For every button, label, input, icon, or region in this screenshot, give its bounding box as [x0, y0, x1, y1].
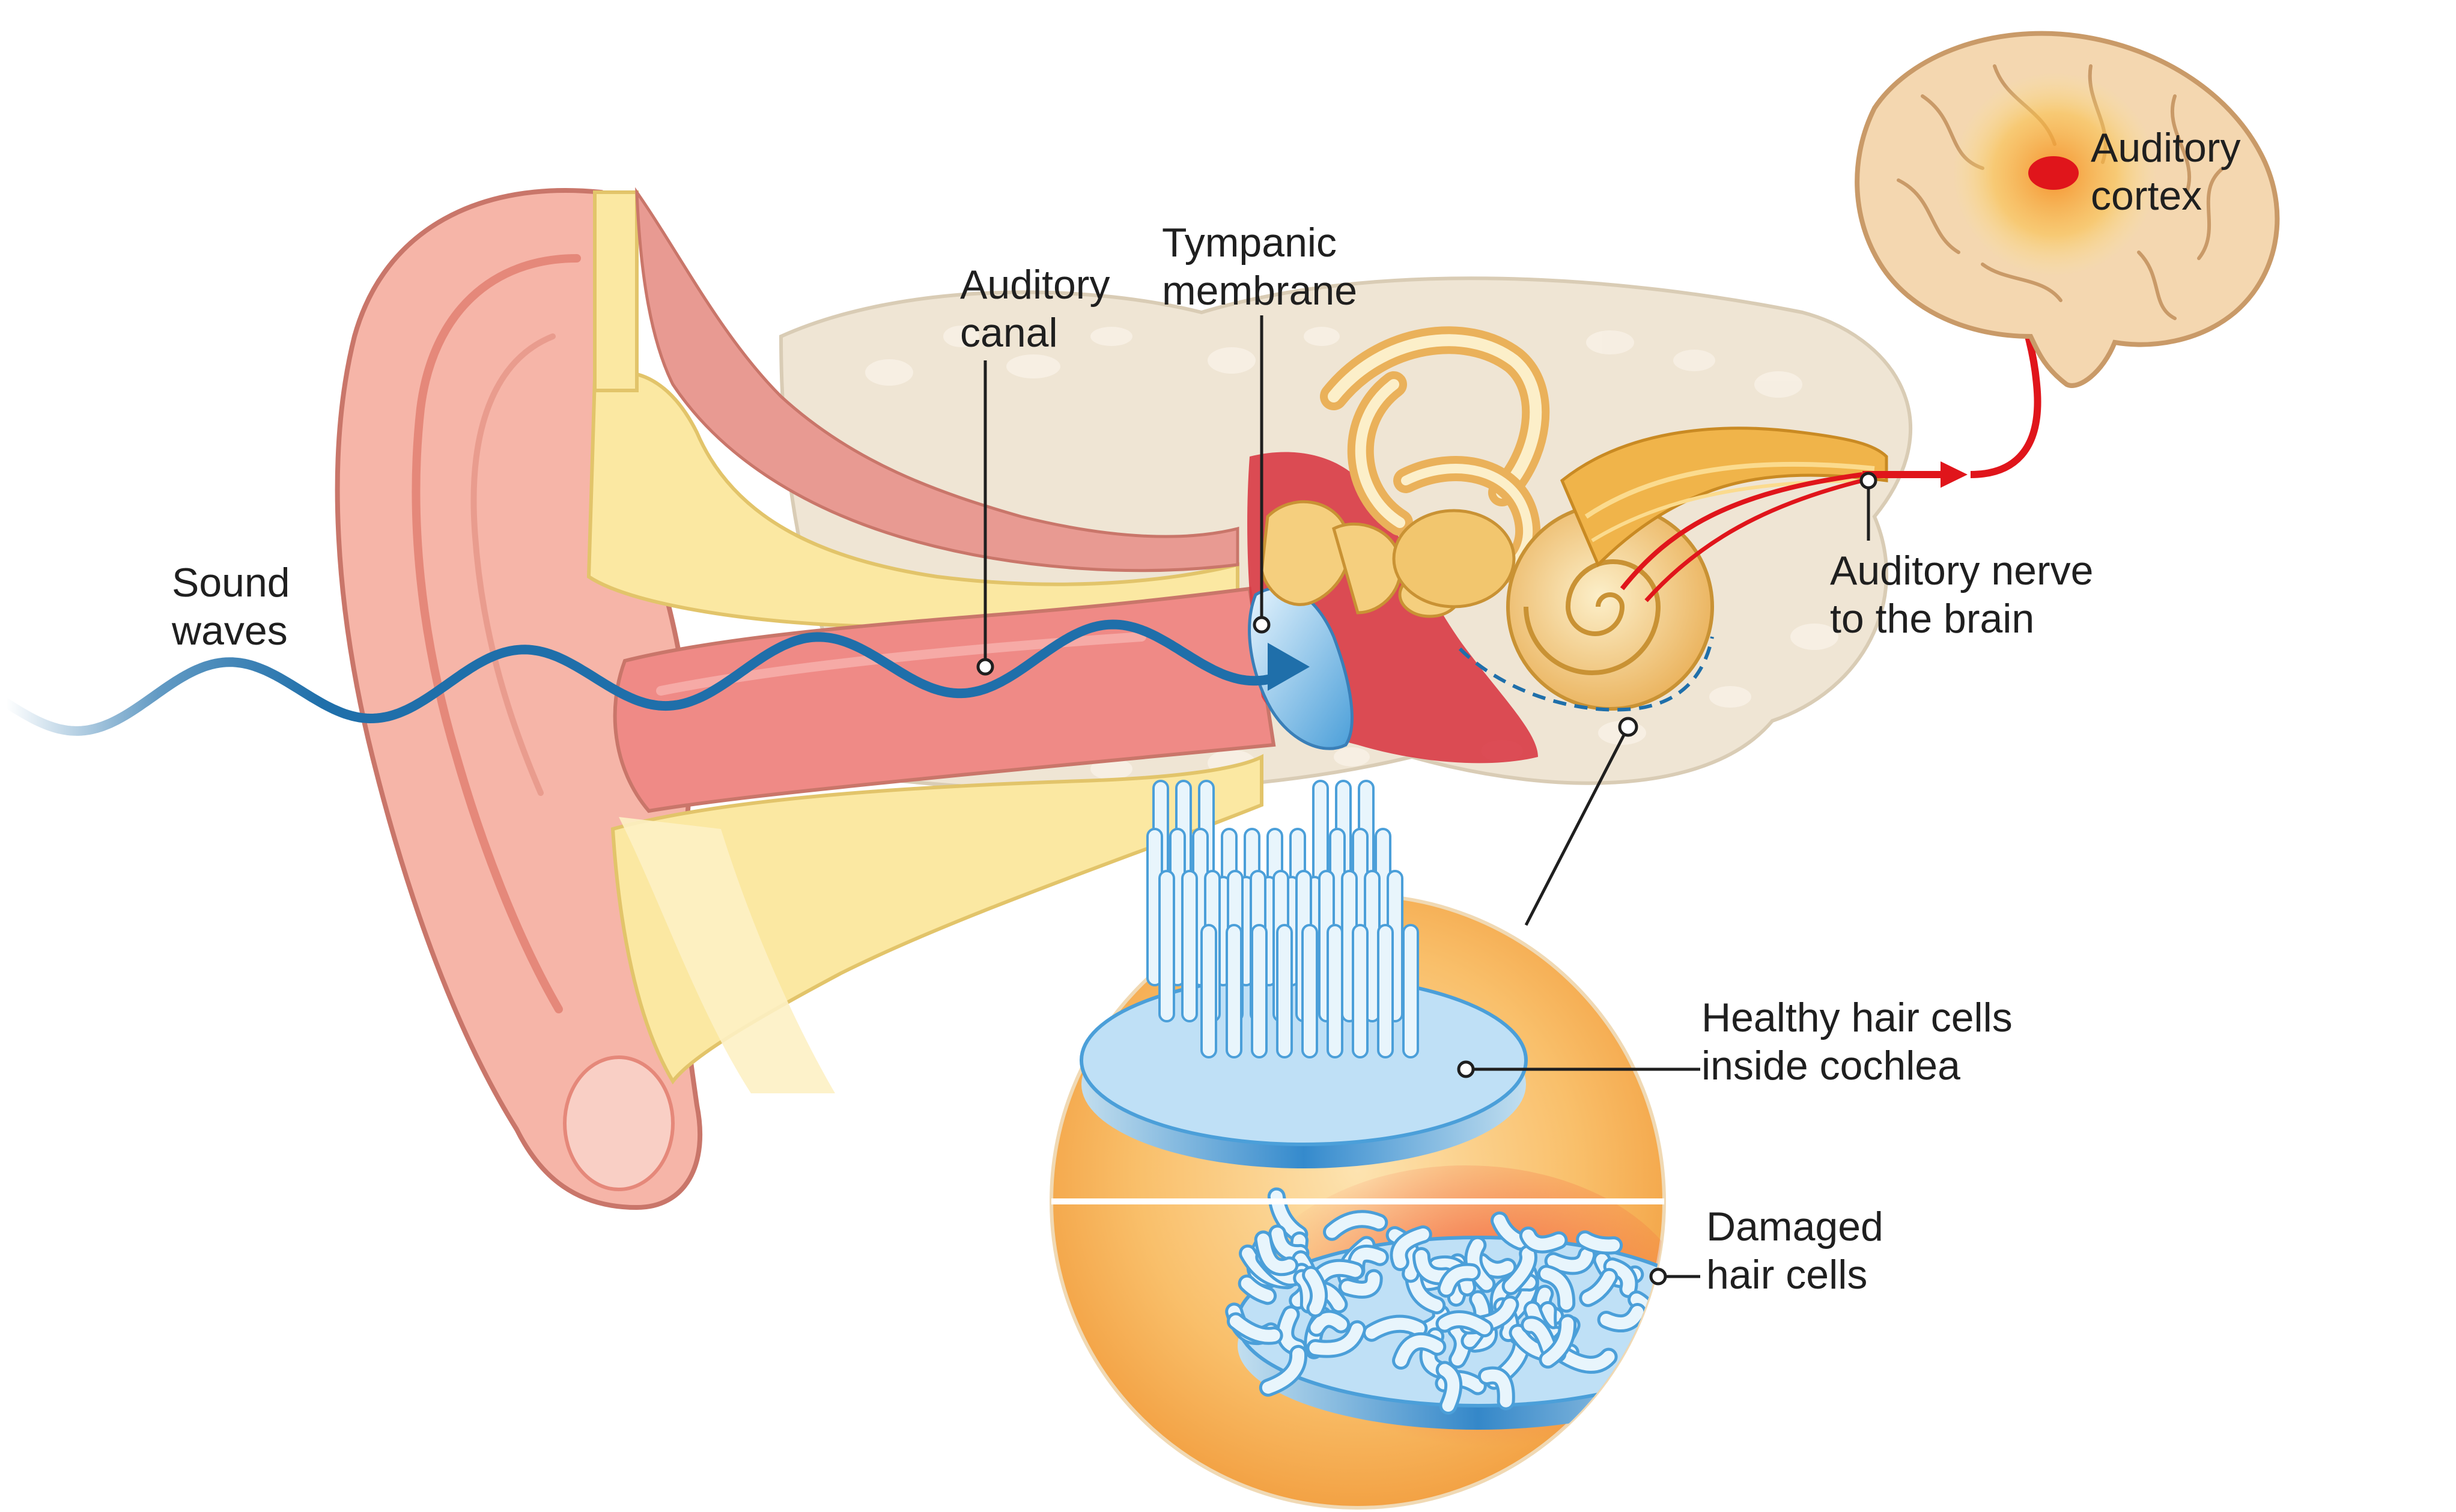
damaged-hair-cell [1555, 1347, 1615, 1371]
label-healthy-hair-cells-line1: Healthy hair cells [1701, 995, 2013, 1040]
damaged-hair-cell [1241, 1277, 1274, 1302]
muscle-tissue [635, 187, 1239, 572]
damaged-hair-cell [1326, 1213, 1385, 1238]
healthy-hair-cell [1352, 924, 1369, 1058]
damaged-hair-cell [1582, 1271, 1616, 1304]
damaged-hair-cell [1438, 1364, 1460, 1412]
damaged-hair-cell [1504, 1248, 1534, 1293]
damaged-hair-cell [1305, 1269, 1325, 1315]
healthy-hair-cell [1402, 924, 1419, 1058]
damaged-hair-cell [1415, 1250, 1452, 1283]
label-auditory-canal-line1: Auditory [960, 262, 1110, 308]
label-auditory-cortex-line1: Auditory [2091, 125, 2241, 171]
leader-cochlea-zoom [1524, 726, 1630, 926]
damaged-hair-cell [1579, 1233, 1620, 1252]
label-auditory-nerve: Auditory nerve to the brain [1830, 547, 2093, 643]
healthy-hair-cells-cluster [1146, 780, 1419, 1058]
damaged-hair-cell [1262, 1347, 1305, 1394]
leader-dot-cochlea [1618, 717, 1638, 737]
label-auditory-cortex: Auditory cortex [2091, 124, 2240, 220]
damaged-hair-cell [1606, 1260, 1635, 1295]
damaged-hair-cells-cluster [1225, 1187, 1664, 1415]
damaged-hair-cell [1257, 1233, 1296, 1274]
inner-ear [1320, 326, 1714, 712]
healthy-hair-cell [1158, 870, 1175, 1022]
leader-lines [976, 315, 1877, 1286]
label-damaged-hair-cells-line1: Damaged [1706, 1204, 1883, 1249]
damaged-hair-cell [1440, 1266, 1478, 1295]
leader-dot-nerve [1859, 472, 1877, 490]
leader-dot-damaged [1649, 1268, 1667, 1286]
healthy-hair-cell [1200, 924, 1217, 1058]
label-tympanic-membrane-line1: Tympanic [1162, 220, 1337, 266]
label-healthy-hair-cells-line2: inside cochlea [1701, 1043, 1960, 1088]
leader-dot-healthy [1457, 1060, 1475, 1078]
label-auditory-canal-line2: canal [960, 310, 1058, 356]
damaged-hair-cell [1310, 1313, 1348, 1334]
healthy-hair-cell [1276, 924, 1293, 1058]
damaged-hair-cell [1229, 1315, 1280, 1342]
damaged-hair-cell [1494, 1214, 1527, 1248]
cochlea-zoom-sphere [1050, 780, 1666, 1510]
brain [1855, 31, 2280, 388]
label-auditory-nerve-line1: Auditory nerve [1830, 548, 2094, 594]
damaged-hair-cell [1475, 1255, 1514, 1276]
label-auditory-cortex-line2: cortex [2091, 173, 2202, 219]
damaged-hair-cell [1366, 1317, 1425, 1339]
damaged-hair-cell [1341, 1272, 1380, 1296]
healthy-hair-cell [1301, 924, 1318, 1058]
auditory-nerve-bundle [1560, 427, 1888, 603]
label-tympanic-membrane-line2: membrane [1162, 268, 1358, 314]
damaged-hair-cell [1522, 1229, 1565, 1251]
ossicles [1260, 500, 1462, 618]
damaged-hair-cell [1480, 1369, 1512, 1407]
label-sound-waves-line2: waves [172, 608, 288, 654]
label-auditory-canal: Auditory canal [960, 261, 1110, 357]
healthy-hair-cell [1226, 924, 1242, 1058]
damaged-hair-cell [1540, 1268, 1573, 1310]
label-damaged-hair-cells-line2: hair cells [1706, 1252, 1868, 1298]
healthy-hair-cell [1327, 924, 1343, 1058]
healthy-hair-cell [1181, 870, 1198, 1022]
damaged-hair-cell [1395, 1335, 1444, 1367]
damaged-hair-cell [1309, 1323, 1363, 1355]
label-tympanic-membrane: Tympanic membrane [1162, 219, 1357, 315]
damaged-hair-cell [1547, 1249, 1593, 1272]
healthy-hair-cell [1251, 924, 1268, 1058]
healthy-hair-cell [1377, 924, 1394, 1058]
damaged-hair-cell [1393, 1228, 1429, 1268]
label-damaged-hair-cells: Damaged hair cells [1706, 1203, 1883, 1299]
damaged-hair-cell [1524, 1319, 1555, 1355]
leader-dot-tympanic [1253, 616, 1271, 634]
label-healthy-hair-cells: Healthy hair cells inside cochlea [1701, 994, 2013, 1090]
leader-dot-canal [976, 658, 994, 676]
ear-cartilage [586, 190, 1263, 1093]
damaged-hair-cell [1438, 1313, 1491, 1335]
label-sound-waves-line1: Sound [172, 560, 290, 606]
sound-wave [1, 619, 1276, 736]
label-sound-waves: Sound waves [172, 559, 290, 655]
label-auditory-nerve-line2: to the brain [1830, 596, 2035, 642]
damaged-hair-cell [1600, 1306, 1644, 1330]
sound-wave-arrowhead [1268, 643, 1310, 691]
damaged-hair-cell [1542, 1317, 1574, 1366]
